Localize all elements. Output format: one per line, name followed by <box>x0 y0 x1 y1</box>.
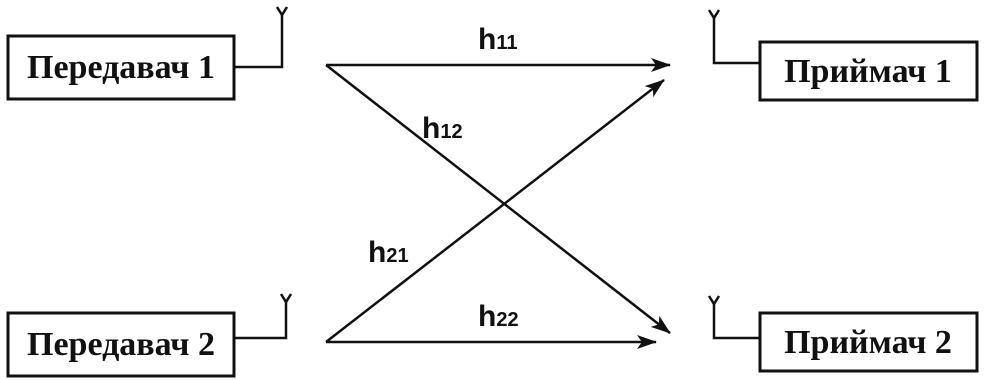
receiver-2-label: Приймач 2 <box>784 324 952 361</box>
receiver-2-box <box>758 311 979 373</box>
transmitter-2: Передавач 2 <box>6 311 236 378</box>
channel-h22-label: h22 <box>478 300 519 333</box>
receiver-1-box <box>758 40 979 102</box>
receiver-1-label: Приймач 1 <box>784 53 952 90</box>
transmitter-1: Передавач 1 <box>6 34 236 101</box>
channel-h21-arrow <box>325 79 665 343</box>
transmitter-2-label: Передавач 2 <box>27 326 215 363</box>
antenna-icon <box>234 6 289 69</box>
receiver-2: Приймач 2 <box>758 311 979 373</box>
transmitter-1-label: Передавач 1 <box>27 49 215 86</box>
channel-h21-label: h21 <box>368 236 409 269</box>
receiver-1: Приймач 1 <box>758 40 979 102</box>
antenna-icon <box>707 295 760 340</box>
antenna-icon <box>707 9 760 65</box>
channel-h12-label: h12 <box>422 112 463 145</box>
channel-h11-label: h11 <box>478 23 517 56</box>
transmitter-2-box <box>6 311 236 378</box>
antenna-icon <box>234 293 293 340</box>
channel-h12-arrow <box>325 64 671 334</box>
